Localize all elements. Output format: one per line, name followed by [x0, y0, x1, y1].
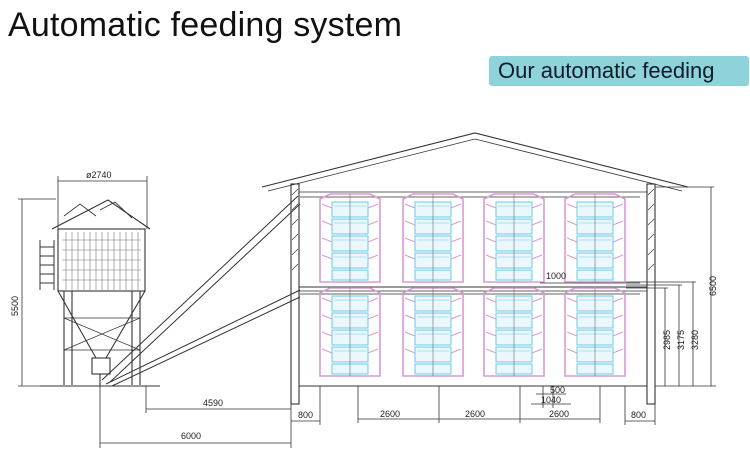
wall-left-800-label: 800 [298, 410, 313, 420]
silo-height-label: 5500 [10, 296, 20, 316]
silo-diameter-dimension [57, 176, 148, 229]
silo-diameter-label: ø2740 [86, 170, 112, 180]
feed-silo [40, 199, 160, 387]
cage-row-1 [319, 193, 381, 377]
height-3175-label: 3175 [676, 330, 686, 350]
cage-pitch-1-label: 2600 [380, 409, 400, 419]
caption-badge: Our automatic feeding [489, 56, 749, 86]
house-height-dimensions [540, 186, 716, 387]
dim-500-label: 500 [550, 385, 565, 395]
height-6500-label: 6500 [708, 276, 718, 296]
dim-1000-label: 1000 [546, 271, 566, 281]
cage-pitch-2-label: 2600 [465, 409, 485, 419]
cage-row-2 [402, 193, 464, 377]
silo-body-hatching [62, 232, 141, 290]
dim-1040-label: 1040 [541, 395, 561, 405]
cage-row-3 [483, 193, 545, 377]
caption-badge-label: Our automatic feeding [498, 58, 715, 83]
conveyor-pipe [101, 195, 301, 387]
poultry-house [261, 132, 689, 405]
silo-height-dimension [18, 198, 56, 387]
cage-row-4 [564, 193, 626, 377]
page-title: Automatic feeding system [8, 6, 403, 44]
dim-6000-label: 6000 [181, 431, 201, 441]
height-3280-label: 3280 [690, 330, 700, 350]
silo-ladder [39, 240, 55, 290]
wall-right-800-label: 800 [631, 410, 646, 420]
height-2985-label: 2985 [662, 330, 672, 350]
bottom-dimensions [99, 386, 656, 448]
dim-4590-label: 4590 [203, 398, 223, 408]
cage-pitch-3-label: 2600 [549, 409, 569, 419]
